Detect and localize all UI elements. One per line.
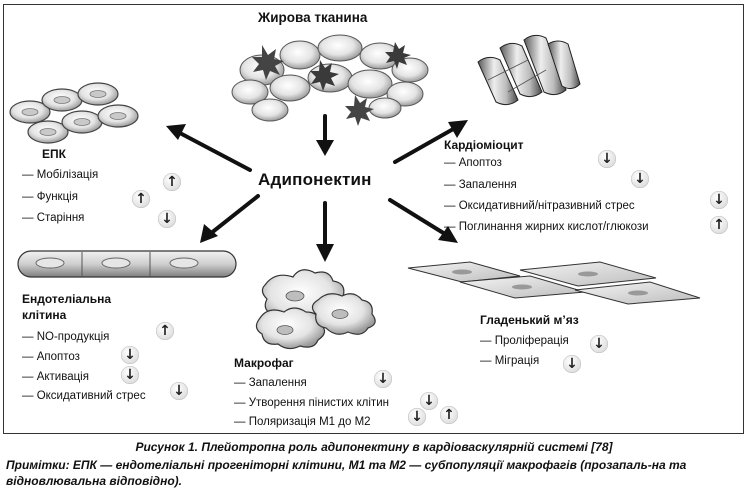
down-arrow-icon: ↓ xyxy=(420,392,438,410)
endothelial-title: клітина xyxy=(22,308,67,322)
down-arrow-icon: ↓ xyxy=(170,382,188,400)
macrophage-item: — Утворення пінистих клітин xyxy=(234,397,389,409)
epk-title: ЕПК xyxy=(42,147,66,161)
endothelial-item: — Активація xyxy=(22,371,89,383)
smooth-muscle-illustration xyxy=(407,261,701,305)
figure-caption: Рисунок 1. Плейотропна роль адипонектину… xyxy=(135,440,613,454)
arrow-to-smooth-muscle xyxy=(388,198,458,243)
down-arrow-icon: ↓ xyxy=(408,408,426,426)
smooth-muscle-item: — Проліферація xyxy=(480,335,569,347)
down-arrow-icon: ↓ xyxy=(710,191,728,209)
figure-note: Примітки: ЕПК — ендотеліальні прогенітор… xyxy=(6,458,687,488)
endothelial-cell-illustration xyxy=(17,250,237,278)
cardiomyocyte-item: — Поглинання жирних кислот/глюкози xyxy=(444,221,649,233)
arrow-fat-to-adiponectin xyxy=(316,114,334,156)
cardiomyocyte-item: — Запалення xyxy=(444,179,517,191)
up-arrow-icon: ↑ xyxy=(132,190,150,208)
endothelial-item: — NO-продукція xyxy=(22,331,110,343)
macrophage-item: — Поляризація М1 до М2 xyxy=(234,416,371,428)
arrow-to-cardiomyocyte xyxy=(393,120,468,164)
cardiomyocyte-item: — Апоптоз xyxy=(444,157,502,169)
epk-item: — Функція xyxy=(22,191,78,203)
down-arrow-icon: ↓ xyxy=(631,170,649,188)
endothelial-title: Ендотеліальна xyxy=(22,292,112,306)
down-arrow-icon: ↓ xyxy=(121,346,139,364)
up-arrow-icon: ↑ xyxy=(156,322,174,340)
fat-tissue-label: Жирова тканина xyxy=(258,10,368,25)
smooth-muscle-title: Гладенький м’яз xyxy=(480,313,579,327)
macrophage-item: — Запалення xyxy=(234,377,307,389)
macrophage-illustration xyxy=(255,269,376,350)
epk-item: — Мобілізація xyxy=(22,169,99,181)
down-arrow-icon: ↓ xyxy=(563,355,581,373)
macrophage-title: Макрофаг xyxy=(234,356,294,370)
epk-cells-illustration xyxy=(9,82,139,144)
arrow-to-endothelial xyxy=(200,194,260,243)
adiponectin-label: Адипонектин xyxy=(258,170,372,189)
endothelial-item: — Оксидативний стрес xyxy=(22,390,146,402)
cardiomyocyte-item: — Оксидативний/нітразивний стрес xyxy=(444,200,635,212)
arrow-to-macrophage xyxy=(316,201,334,262)
smooth-muscle-item: — Міграція xyxy=(480,355,540,367)
down-arrow-icon: ↓ xyxy=(374,370,392,388)
cardiomyocyte-illustration xyxy=(477,34,581,106)
epk-item: — Старіння xyxy=(22,212,85,224)
endothelial-item: — Апоптоз xyxy=(22,351,80,363)
down-arrow-icon: ↓ xyxy=(598,150,616,168)
fat-tissue-illustration xyxy=(231,34,429,126)
down-arrow-icon: ↓ xyxy=(590,335,608,353)
up-arrow-icon: ↑ xyxy=(710,216,728,234)
pathway-arrows xyxy=(166,114,468,262)
down-arrow-icon: ↓ xyxy=(158,210,176,228)
down-arrow-icon: ↓ xyxy=(121,366,139,384)
up-arrow-icon: ↑ xyxy=(163,173,181,191)
up-arrow-icon: ↑ xyxy=(440,406,458,424)
cardiomyocyte-title: Кардіоміоцит xyxy=(444,138,524,152)
arrow-to-epk xyxy=(166,124,252,172)
